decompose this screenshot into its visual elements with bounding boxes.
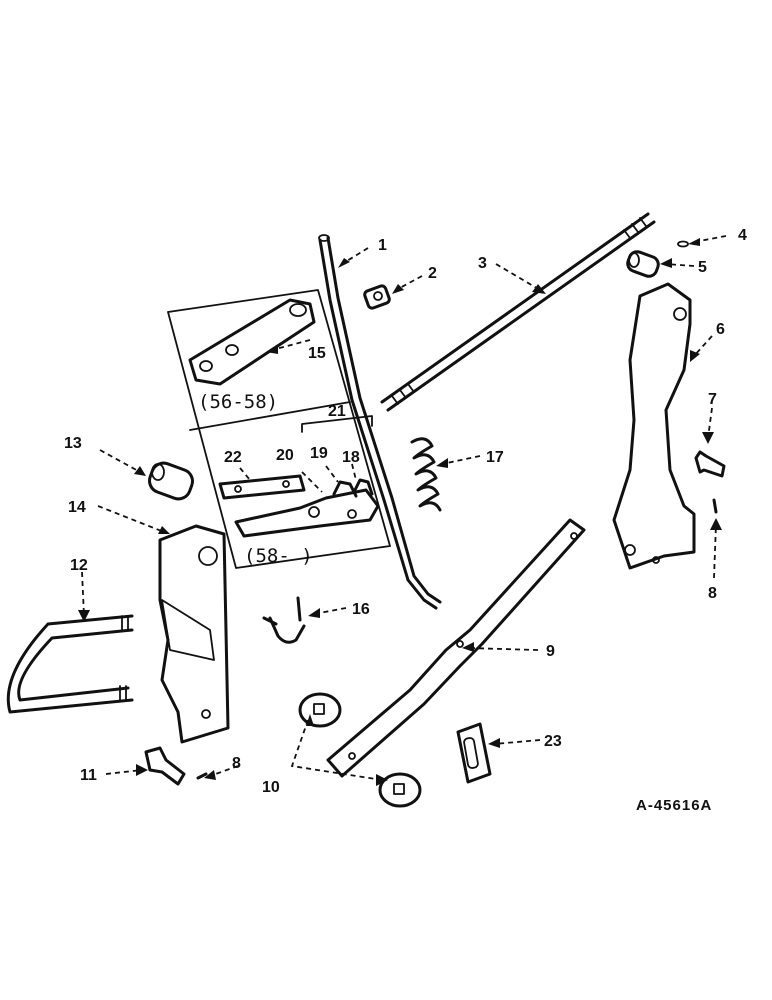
callout-8-left: 8 <box>232 755 241 772</box>
part-10-washers <box>298 692 422 808</box>
callout-8-right: 8 <box>708 585 717 602</box>
part-2-clip <box>363 284 391 310</box>
callout-6: 6 <box>716 321 725 338</box>
part-23-plate <box>456 722 492 784</box>
callout-14: 14 <box>68 499 86 516</box>
callout-15: 15 <box>308 345 326 362</box>
part-3-threaded-rod <box>380 212 656 412</box>
inset-panel <box>167 289 391 569</box>
callout-18: 18 <box>342 449 360 466</box>
callout-23: 23 <box>544 733 562 750</box>
leader-lines <box>81 235 727 781</box>
callout-1: 1 <box>378 237 387 254</box>
part-17-spring <box>410 437 442 512</box>
callout-7: 7 <box>708 391 717 408</box>
part-7-bolt <box>694 450 726 478</box>
callout-labels: 1 2 3 4 5 6 7 8 8 9 10 11 12 13 14 15 16… <box>64 227 747 796</box>
part-22-plate <box>218 474 306 500</box>
callout-17: 17 <box>486 449 504 466</box>
part-12-u-bolt-large <box>6 614 134 714</box>
callout-12: 12 <box>70 557 88 574</box>
part-9-strap <box>326 518 586 778</box>
callout-4: 4 <box>738 227 747 244</box>
callout-3: 3 <box>478 255 487 272</box>
callout-13: 13 <box>64 435 82 452</box>
callout-5: 5 <box>698 259 707 276</box>
callout-22: 22 <box>224 449 242 466</box>
part-5-bushing <box>626 250 660 278</box>
part-21-latch-assembly <box>234 478 380 538</box>
callout-2: 2 <box>428 265 437 282</box>
callout-16: 16 <box>352 601 370 618</box>
callout-21: 21 <box>328 403 346 420</box>
part-8-pin-left <box>196 772 208 780</box>
inset-note-lower: (58- ) <box>244 545 313 567</box>
callout-11: 11 <box>80 767 97 784</box>
inset-note-upper: (56-58) <box>198 391 278 413</box>
callout-9: 9 <box>546 643 555 660</box>
part-4-pin <box>677 240 689 248</box>
part-8-pin-right <box>712 498 718 514</box>
drawing-reference: A-45616A <box>636 797 712 814</box>
part-6-bracket-arm <box>612 282 696 570</box>
part-13-bushing <box>148 461 194 501</box>
callout-10: 10 <box>262 779 280 796</box>
callout-20: 20 <box>276 447 294 464</box>
part-11-bolt <box>144 746 186 786</box>
part-15-bracket <box>188 298 316 386</box>
part-14-bracket <box>158 524 230 744</box>
arrowheads <box>78 238 722 786</box>
part-16-u-bolt-small <box>262 596 306 644</box>
part-1-rod <box>318 234 442 610</box>
callout-19: 19 <box>310 445 328 462</box>
